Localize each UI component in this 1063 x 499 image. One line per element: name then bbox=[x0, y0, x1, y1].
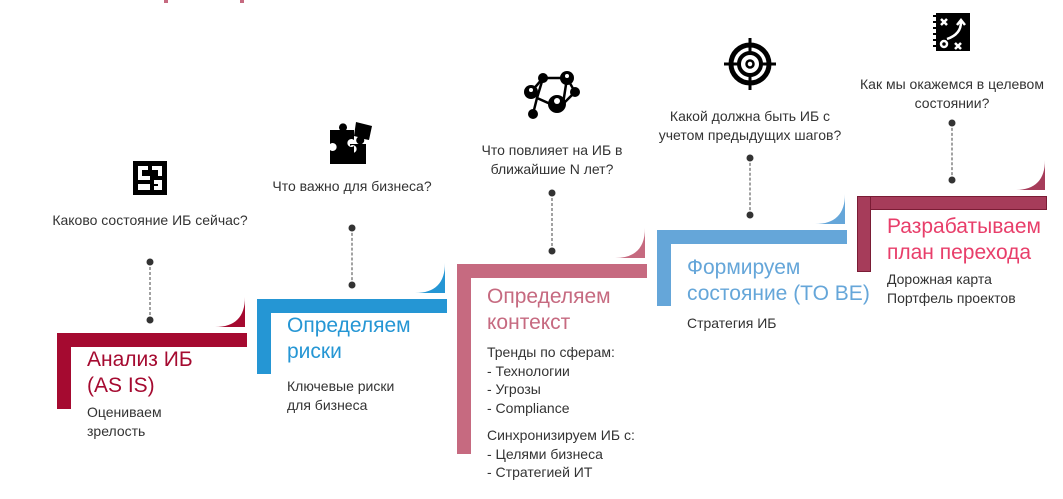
detail-line: Тренды по сферам: bbox=[487, 344, 615, 360]
question-line: Как мы окажемся в целевом bbox=[860, 76, 1044, 92]
detail-line: - Стратегией ИТ bbox=[487, 464, 593, 480]
connector-dot-bottom bbox=[146, 316, 154, 324]
step-bar-horizontal bbox=[657, 230, 847, 244]
step-bar-horizontal bbox=[857, 196, 1047, 210]
question-line: Какой должна быть ИБ с bbox=[669, 108, 831, 124]
network-icon bbox=[523, 70, 581, 125]
detail-line: Дорожная карта bbox=[887, 271, 992, 287]
step-question: Какой должна быть ИБ с учетом предыдущих … bbox=[659, 107, 841, 145]
title-line: (AS IS) bbox=[87, 374, 155, 397]
connector-line bbox=[551, 193, 553, 251]
question-line: Что важно для бизнеса? bbox=[272, 178, 432, 194]
strategy-map-icon bbox=[932, 12, 972, 57]
question-line: Что повлияет на ИБ в bbox=[481, 142, 623, 158]
corner-curl bbox=[415, 263, 445, 298]
connector-line bbox=[351, 228, 353, 285]
detail-line: Ключевые риски bbox=[287, 378, 395, 394]
step-question: Что повлияет на ИБ в ближайшие N лет? bbox=[482, 141, 623, 179]
question-line: учетом предыдущих шагов? bbox=[658, 127, 842, 143]
connector-dot-top bbox=[348, 224, 356, 232]
connector-dot-top bbox=[146, 258, 154, 266]
title-line: контекст bbox=[487, 311, 571, 334]
step-bar-horizontal bbox=[457, 264, 647, 278]
step-bar-vertical bbox=[657, 230, 671, 306]
detail-line: для бизнеса bbox=[287, 396, 368, 413]
question-line: Каково состояние ИБ сейчас? bbox=[52, 212, 248, 228]
top-edge-mark bbox=[164, 0, 168, 3]
step-details: Оцениваем зрелость bbox=[87, 403, 162, 440]
step-bar-vertical bbox=[457, 264, 471, 454]
connector-dot-top bbox=[948, 119, 956, 127]
target-icon bbox=[723, 37, 777, 96]
step-bar-horizontal bbox=[257, 299, 447, 313]
detail-line: Синхронизируем ИБ с: bbox=[487, 427, 635, 443]
connector-dot-top bbox=[746, 154, 754, 162]
detail-line: Портфель проектов bbox=[887, 289, 1016, 306]
connector-line bbox=[149, 262, 151, 320]
step-bar-vertical bbox=[857, 196, 871, 272]
corner-curl bbox=[1015, 160, 1045, 195]
title-line: Определяем bbox=[287, 314, 411, 337]
connector-line bbox=[749, 158, 751, 215]
detail-line: - Целями бизнеса bbox=[487, 445, 603, 462]
step-bar-vertical bbox=[57, 333, 71, 409]
step-details: Тренды по сферам: - Технологии - Угрозы - C… bbox=[487, 343, 635, 482]
connector-line bbox=[951, 123, 953, 180]
connector-dot-bottom bbox=[948, 176, 956, 184]
step-question: Как мы окажемся в целевом состоянии? bbox=[860, 75, 1044, 113]
title-line: риски bbox=[287, 340, 342, 363]
step-title: Определяем контекст bbox=[487, 284, 611, 336]
step-title: Определяем риски bbox=[287, 313, 411, 365]
corner-curl bbox=[215, 297, 245, 332]
title-line: план перехода bbox=[887, 241, 1032, 264]
maze-icon bbox=[132, 160, 168, 201]
title-line: Разрабатываем bbox=[887, 215, 1041, 238]
detail-line: - Технологии bbox=[487, 362, 570, 379]
question-line: ближайшие N лет? bbox=[490, 161, 614, 177]
detail-line: Оцениваем bbox=[87, 404, 162, 420]
connector-dot-top bbox=[548, 189, 556, 197]
detail-line: - Угрозы bbox=[487, 381, 541, 397]
puzzle-icon bbox=[328, 118, 376, 171]
connector-dot-bottom bbox=[746, 211, 754, 219]
question-line: состоянии? bbox=[914, 95, 990, 111]
title-line: Анализ ИБ bbox=[87, 348, 193, 371]
detail-line: - Compliance bbox=[487, 399, 570, 416]
top-edge-mark bbox=[240, 0, 244, 3]
step-details: Ключевые риски для бизнеса bbox=[287, 377, 394, 414]
detail-line: Стратегия ИБ bbox=[687, 315, 777, 331]
connector-dot-bottom bbox=[548, 247, 556, 255]
step-title: Анализ ИБ (AS IS) bbox=[87, 347, 193, 399]
title-line: Формируем bbox=[687, 256, 801, 279]
step-question: Что важно для бизнеса? bbox=[272, 177, 431, 196]
corner-curl bbox=[615, 228, 645, 263]
step-details: Стратегия ИБ bbox=[687, 314, 776, 333]
detail-line: зрелость bbox=[87, 422, 146, 439]
step-title: Разрабатываем план перехода bbox=[887, 214, 1041, 266]
step-title: Формируем состояние (TO BE) bbox=[687, 255, 870, 307]
step-bar-vertical bbox=[257, 299, 271, 374]
connector-dot-bottom bbox=[348, 281, 356, 289]
title-line: состояние (TO BE) bbox=[687, 282, 870, 305]
corner-curl bbox=[815, 194, 845, 229]
step-bar-horizontal bbox=[57, 333, 247, 347]
title-line: Определяем bbox=[487, 285, 611, 308]
step-question: Каково состояние ИБ сейчас? bbox=[52, 211, 247, 230]
